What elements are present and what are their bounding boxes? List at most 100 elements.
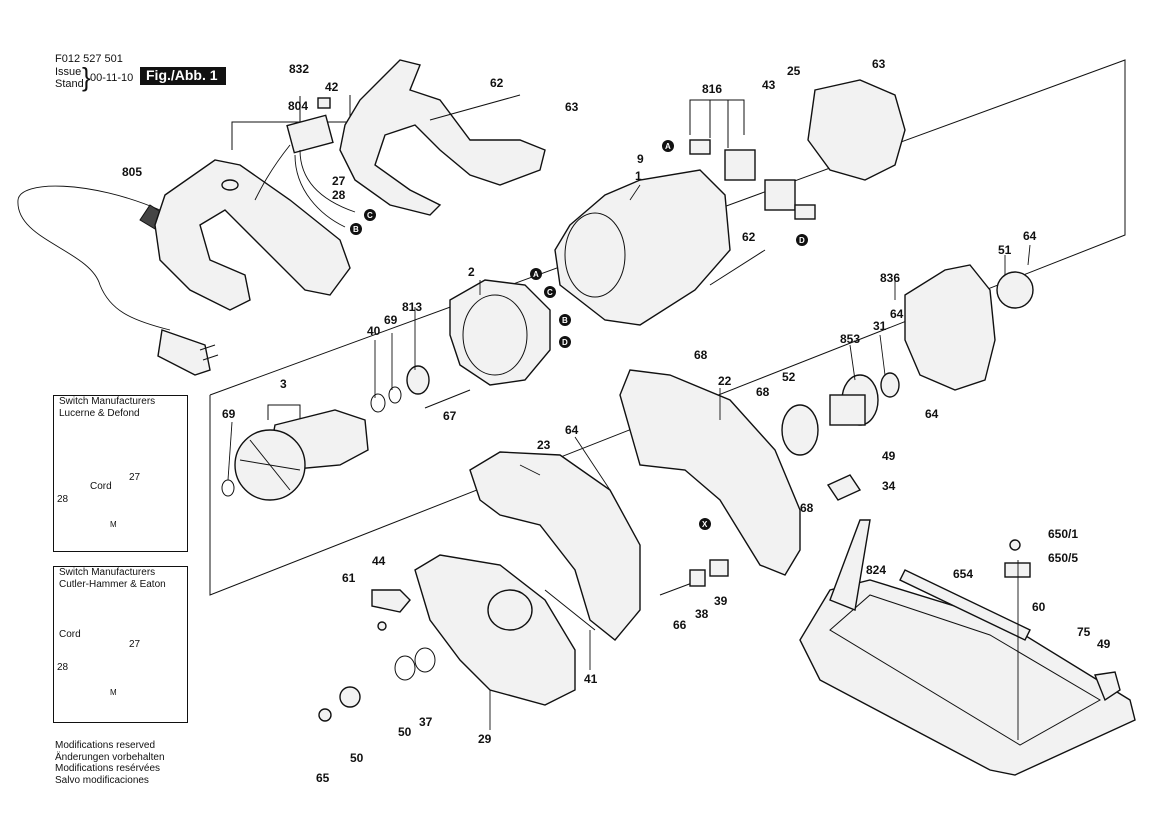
- stand-label: Stand: [55, 78, 84, 90]
- svg-text:B: B: [562, 316, 568, 325]
- bracket-832: [231, 95, 351, 150]
- gear-853: [829, 374, 879, 426]
- callout-27: 27: [332, 174, 346, 188]
- bracket-816: [689, 99, 745, 148]
- callout-654: 654: [953, 567, 973, 581]
- svg-text:A: A: [665, 142, 671, 151]
- callout-1: 1: [635, 169, 642, 183]
- svg-text:X: X: [702, 520, 708, 529]
- leader-lines: [227, 184, 1031, 740]
- mods-line-en: Modifications reserved: [55, 740, 156, 751]
- callout-22: 22: [718, 374, 732, 388]
- callout-69-lower: 69: [222, 407, 236, 421]
- callout-23: 23: [537, 438, 551, 452]
- bearing-813: [406, 365, 430, 395]
- schematic-2-title-2: Cutler-Hammer & Eaton: [59, 579, 166, 590]
- marker-a-left: A: [662, 140, 674, 152]
- callout-805: 805: [122, 165, 142, 179]
- rip-fence: [899, 569, 1031, 641]
- bracket-3: [267, 404, 301, 420]
- callout-64-guard: 64: [565, 423, 579, 437]
- callout-67: 67: [443, 409, 457, 423]
- callout-28: 28: [332, 188, 346, 202]
- schematic-2-title-1: Switch Manufacturers: [59, 567, 156, 578]
- clip-650: [1004, 539, 1031, 578]
- schematic-1-motor: M: [110, 520, 117, 529]
- guard-29: [414, 554, 576, 706]
- callout-816: 816: [702, 82, 722, 96]
- schematic-1-28: 28: [57, 494, 69, 505]
- callout-49-top: 49: [882, 449, 896, 463]
- marker-a-coil: A: [530, 268, 542, 280]
- callout-51: 51: [998, 243, 1012, 257]
- callout-62-top: 62: [490, 76, 504, 90]
- schematic-cutler-hammer-eaton: Switch Manufacturers Cutler-Hammer & Eat…: [53, 566, 188, 723]
- figure-label: Fig./Abb. 1: [140, 67, 226, 85]
- callout-68-top: 68: [694, 348, 708, 362]
- handle-cover: [339, 59, 546, 216]
- issue-label: Issue: [55, 66, 82, 78]
- bearing-52: [781, 404, 819, 456]
- marker-b-wire: B: [350, 223, 362, 235]
- marker-c-wire: C: [364, 209, 376, 221]
- callout-813: 813: [402, 300, 422, 314]
- callout-824: 824: [866, 563, 886, 577]
- marker-d-coil: D: [559, 336, 571, 348]
- callout-650-5: 650/5: [1048, 551, 1078, 565]
- schematic-2-27: 27: [129, 639, 141, 650]
- callout-50-left: 50: [398, 725, 412, 739]
- marker-d-right: D: [796, 234, 808, 246]
- callout-43: 43: [762, 78, 776, 92]
- callout-64-mid: 64: [890, 307, 904, 321]
- circle-markers: A D C B A C B D X: [350, 140, 808, 530]
- svg-text:C: C: [367, 211, 373, 220]
- callout-42: 42: [325, 80, 339, 94]
- lever-44: [371, 589, 411, 613]
- svg-text:B: B: [353, 225, 359, 234]
- callout-25: 25: [787, 64, 801, 78]
- callout-64-top: 64: [1023, 229, 1037, 243]
- schematic-1-title-1: Switch Manufacturers: [59, 396, 156, 407]
- handle-housing: [154, 159, 351, 311]
- callout-31: 31: [873, 319, 887, 333]
- issue-date: 00-11-10: [90, 72, 134, 84]
- callout-9: 9: [637, 152, 644, 166]
- gear-housing: [904, 264, 1034, 391]
- mods-line-de: Änderungen vorbehalten: [55, 751, 165, 763]
- power-cord: [17, 185, 219, 376]
- callout-60: 60: [1032, 600, 1046, 614]
- marker-b-coil: B: [559, 314, 571, 326]
- rings-40-69: [221, 386, 402, 497]
- callout-3: 3: [280, 377, 287, 391]
- callout-37: 37: [419, 715, 433, 729]
- callout-44: 44: [372, 554, 386, 568]
- callout-68-mid: 68: [756, 385, 770, 399]
- upper-guard: [619, 369, 801, 576]
- callout-52: 52: [782, 370, 796, 384]
- callout-63-left: 63: [565, 100, 579, 114]
- modifications-notice: Modifications reserved Änderungen vorbeh…: [55, 740, 165, 786]
- marker-c-coil: C: [544, 286, 556, 298]
- callout-29: 29: [478, 732, 492, 746]
- svg-text:D: D: [562, 338, 568, 347]
- bevel-bracket: [826, 474, 1121, 702]
- brush-holders: [689, 139, 816, 220]
- screws: [318, 94, 766, 722]
- svg-text:C: C: [547, 288, 553, 297]
- callout-61: 61: [342, 571, 356, 585]
- schematic-lucerne-defond: Switch Manufacturers Lucerne & Defond Co…: [53, 395, 188, 552]
- callout-832: 832: [289, 62, 309, 76]
- schematic-1-cord: Cord: [90, 481, 112, 492]
- callout-68-lower: 68: [800, 501, 814, 515]
- motor-housing: [554, 169, 731, 326]
- switch-804: [254, 97, 356, 228]
- callout-650-1: 650/1: [1048, 527, 1078, 541]
- callout-66: 66: [673, 618, 687, 632]
- callout-75: 75: [1077, 625, 1091, 639]
- callout-65: 65: [316, 771, 330, 785]
- callout-62-mid: 62: [742, 230, 756, 244]
- callout-34: 34: [882, 479, 896, 493]
- schematic-2-motor: M: [110, 688, 117, 697]
- callout-69-upper: 69: [384, 313, 398, 327]
- callout-41: 41: [584, 672, 598, 686]
